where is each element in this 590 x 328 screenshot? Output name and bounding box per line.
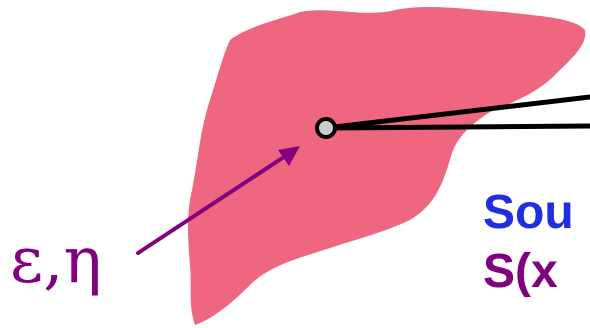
ray-line-lower: [326, 126, 590, 128]
source-text-label: Sou: [483, 186, 574, 239]
greek-coordinates-label: ε,η: [10, 224, 102, 298]
source-point-icon: [317, 119, 335, 137]
source-function-label: S(x: [483, 245, 558, 298]
